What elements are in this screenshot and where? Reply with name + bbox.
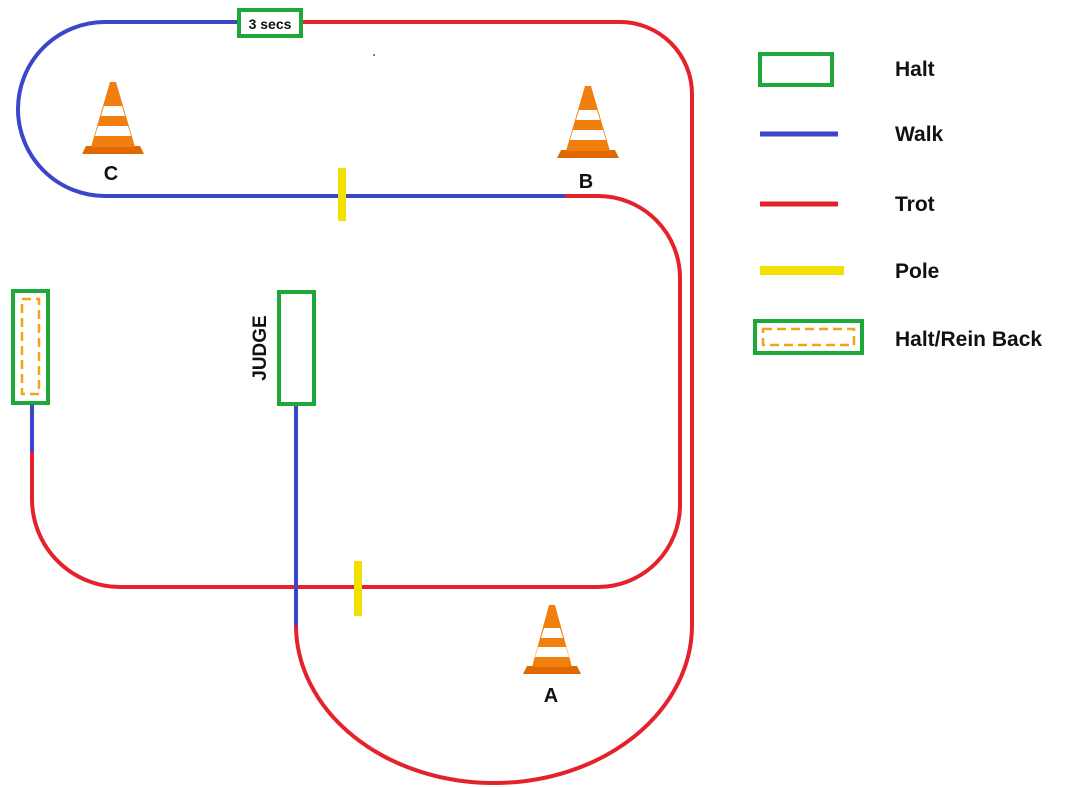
legend-item-rein-back: Halt/Rein Back — [753, 319, 1042, 355]
halt-box-3-secs — [237, 8, 303, 38]
legend-rein-back-label: Halt/Rein Back — [895, 328, 1042, 351]
cone-a-icon — [523, 605, 581, 674]
trot-path-inner-loop — [30, 194, 682, 589]
legend-halt-label: Halt — [895, 58, 935, 81]
legend-item-walk: Walk — [760, 123, 944, 146]
speck-dot — [373, 54, 375, 56]
legend-rein-back-icon — [753, 319, 864, 355]
halt-timer-label: 3 secs — [249, 16, 292, 32]
legend-walk-label: Walk — [895, 123, 944, 146]
legend-pole-icon — [760, 266, 844, 275]
judge-label: JUDGE — [250, 315, 271, 380]
legend: Halt Walk Trot Pole Halt/Rein Back — [753, 52, 1042, 355]
rein-back-box — [11, 289, 50, 405]
marker-b-label: B — [579, 171, 593, 193]
legend-item-trot: Trot — [760, 193, 935, 216]
legend-item-halt: Halt — [758, 52, 935, 87]
cone-c-icon — [82, 82, 144, 154]
legend-trot-label: Trot — [895, 193, 935, 216]
legend-rein-back-dash-icon — [761, 327, 856, 347]
legend-halt-icon — [758, 52, 834, 87]
trot-path-outer-loop — [294, 20, 694, 785]
judge-box — [277, 290, 316, 406]
legend-pole-label: Pole — [895, 260, 939, 283]
walk-path-top-loop — [16, 20, 565, 198]
pole-bottom — [354, 561, 362, 616]
legend-item-pole: Pole — [760, 260, 939, 283]
pole-top — [338, 168, 346, 221]
marker-a-label: A — [544, 685, 558, 707]
marker-c-label: C — [104, 163, 118, 185]
cone-b-icon — [557, 86, 619, 158]
rein-back-dash-inner — [20, 297, 41, 396]
